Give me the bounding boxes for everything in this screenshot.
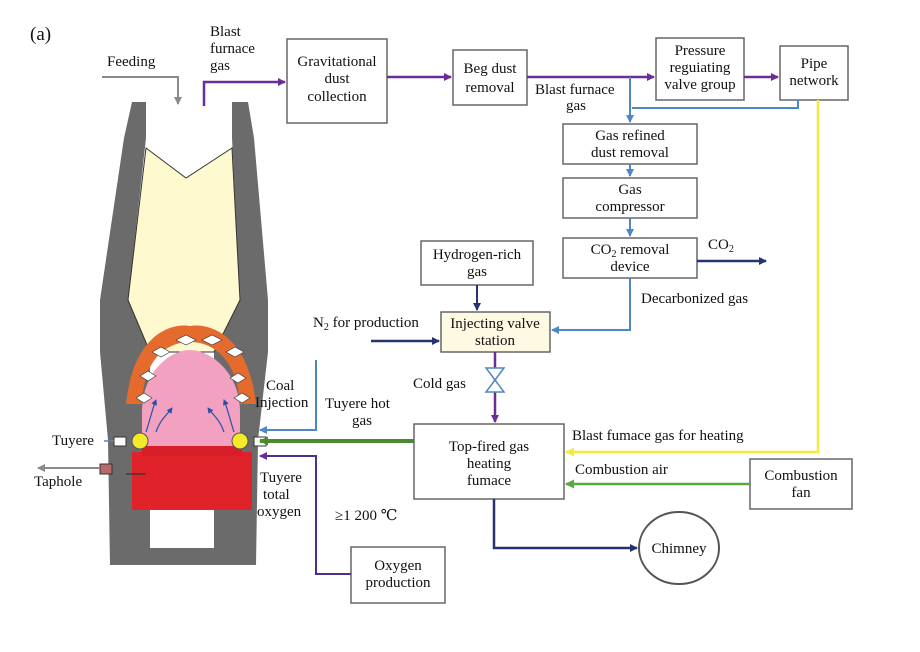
hearth-top [142,446,242,456]
pipe-return-line [632,100,799,109]
blast-furnace-gas-top-2: furnace [210,41,255,57]
gravitational-line-1: Gravitational [297,54,376,70]
furnace-burden [127,147,241,353]
co2-removal-device-box: CO2 removal device [562,237,698,279]
chimney-node: Chimney [638,511,720,585]
cold-gas-label: Cold gas [413,376,466,392]
tuyere-hot-gas-line-2: gas [352,413,372,429]
tuyere-hot-gas-line-1: Tuyere hot [325,396,391,412]
heating-gas-label: Blast fumace gas for heating [572,428,744,444]
pressure-line-2: reguiating [670,60,731,76]
gravitational-line-3: collection [307,89,367,105]
blast-furnace-gas-top-3: gas [210,58,230,74]
cohesive-zone [126,325,256,404]
blast-furnace [99,102,268,565]
injecting-line-1: Injecting valve [450,316,540,332]
decarbonized-gas-line [551,278,631,334]
hydrogen-line-1: Hydrogen-rich [433,247,522,263]
gas-compressor-line-1: Gas [618,182,641,198]
top-fired-line-3: fumace [467,473,511,489]
oxygen-line [259,452,351,575]
gas-flow-arrows [145,399,235,433]
injecting-line-2: station [475,333,515,349]
gas-compressor-line-2: compressor [595,199,664,215]
hearth [132,452,252,510]
beg-dust-line-1: Beg dust [464,61,518,77]
top-fired-gas-heating-furnace-box: Top-fired gas heating fumace [413,423,565,500]
combustion-fan-line-2: fan [791,485,811,501]
tuyere-left-port [113,436,127,447]
decarbonized-gas-label: Decarbonized gas [641,291,748,307]
gas-refined-line-1: Gas refined [595,128,665,144]
heating-gas-line [565,100,820,457]
blast-furnace-gas-mid-1: Blast furnace [535,82,615,98]
coal-injection-line-2: Injection [255,395,309,411]
gas-refined-dust-removal-box: Gas refined dust removal [562,123,698,165]
top-fired-line-1: Top-fired gas [449,439,529,455]
pressure-line-1: Pressure [675,43,726,59]
combustion-fan-line-1: Combustion [764,468,838,484]
hydrogen-rich-gas-box: Hydrogen-rich gas [420,240,534,286]
tuyere-right-ball [231,432,249,450]
blast-furnace-gas-top-1: Blast [210,24,242,40]
coal-injection-line-1: Coal [266,378,294,394]
hydrogen-line-2: gas [467,264,487,280]
combustion-air-label: Combustion air [575,462,668,478]
pressure-regulating-valve-group-box: Pressure reguiating valve group [655,37,745,101]
combustion-fan-box: Combustion fan [749,458,853,510]
oxygen-production-box: Oxygen production [350,546,446,604]
gas-compressor-box: Gas compressor [562,177,698,219]
feeding-arrow [102,76,182,105]
beg-dust-line-2: removal [465,80,514,96]
coke-windows [135,334,251,404]
beg-dust-removal-box: Beg dust removal [452,49,528,106]
valve-icon [484,367,506,393]
pipe-network-line-1: Pipe [801,56,828,72]
dripping-zone [142,350,240,452]
gravitational-dust-collection-box: Gravitational dust collection [286,38,388,124]
blast-gas-to-dust-collection [202,78,286,106]
tuyere-total-oxygen-2: total [263,487,290,503]
feeding-label: Feeding [107,54,156,70]
pressure-line-3: valve group [664,77,735,93]
temperature-label: ≥1 200 ℃ [335,508,398,524]
oxygen-line-1: Oxygen [374,558,422,574]
taphole-port [99,463,113,475]
coal-injection-line [259,360,317,434]
gas-refined-line-2: dust removal [591,145,669,161]
tuyere-label: Tuyere [52,433,94,449]
blast-furnace-gas-mid-2: gas [566,98,586,114]
pipe-network-line-2: network [789,73,839,89]
to-chimney-line [492,499,638,552]
tuyere-total-oxygen-1: Tuyere [260,470,302,486]
tuyere-left-ball [131,432,149,450]
co2-removal-line-2: device [610,259,649,275]
figure-tag: (a) [30,24,51,45]
top-fired-line-2: heating [467,456,512,472]
co2-output-label: CO2 [708,237,734,255]
pipe-network-box: Pipe network [779,45,849,101]
co2-removal-line-1: CO2 removal [591,242,670,260]
injecting-valve-station-box: Injecting valve station [440,311,551,353]
taphole-label: Taphole [34,474,82,490]
gravitational-line-2: dust [324,71,350,87]
tuyere-total-oxygen-3: oxygen [257,504,302,520]
n2-label: N2 for production [313,315,419,333]
chimney-label: Chimney [652,541,707,557]
oxygen-line-2: production [366,575,431,591]
